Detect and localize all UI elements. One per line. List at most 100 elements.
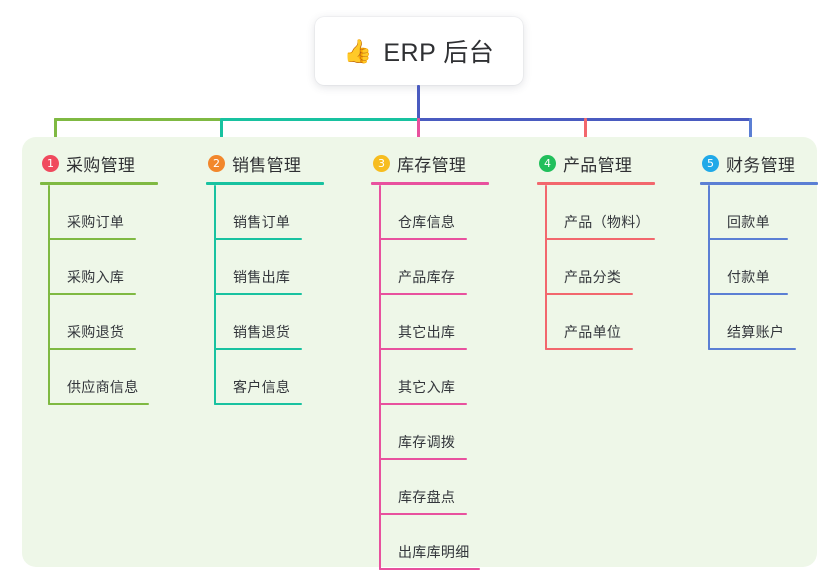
branch-number-badge: 1 <box>42 154 59 172</box>
branch-item[interactable]: 销售订单 <box>214 185 324 240</box>
branch-underline <box>537 182 655 185</box>
branch-item-label: 供应商信息 <box>67 379 139 395</box>
branch-item-label: 结算账户 <box>727 324 785 340</box>
connector-segment-green <box>54 118 221 121</box>
branch-item[interactable]: 供应商信息 <box>48 350 158 405</box>
branch-item[interactable]: 库存调拨 <box>379 405 489 460</box>
branch-item[interactable]: 产品分类 <box>545 240 655 295</box>
branch-item[interactable]: 采购入库 <box>48 240 158 295</box>
branch-item-label: 付款单 <box>727 269 770 285</box>
branch-item[interactable]: 结算账户 <box>708 295 818 350</box>
branch-header-1[interactable]: 1 采购管理 <box>40 150 158 176</box>
branch-number-badge: 3 <box>373 154 390 172</box>
branch-spine <box>708 185 710 350</box>
root-node-content: 👍 ERP 后台 <box>344 33 495 69</box>
branch-item-label: 采购退货 <box>67 324 125 340</box>
branch-item-label: 库存盘点 <box>398 489 456 505</box>
branch-number-badge: 2 <box>208 154 225 172</box>
branch-item-label: 产品（物料） <box>564 214 650 230</box>
branch-title: 财务管理 <box>726 155 796 175</box>
branch-item[interactable]: 出库库明细 <box>379 515 489 570</box>
branch-item[interactable]: 付款单 <box>708 240 818 295</box>
branch-underline <box>700 182 818 185</box>
branch-item[interactable]: 回款单 <box>708 185 818 240</box>
branch-item[interactable]: 库存盘点 <box>379 460 489 515</box>
drop-connector-5 <box>749 118 752 145</box>
branch-item[interactable]: 其它出库 <box>379 295 489 350</box>
branch-item-underline <box>214 348 302 350</box>
branch-item-underline <box>379 403 467 405</box>
branch-title: 库存管理 <box>397 155 467 175</box>
branches-panel: 1 采购管理采购订单采购入库采购退货供应商信息 2 销售管理销售订单销售出库销售退货客… <box>22 137 818 570</box>
drop-connector-4 <box>584 118 587 145</box>
branch-items-2: 销售订单销售出库销售退货客户信息 <box>214 185 324 405</box>
branch-item-label: 其它入库 <box>398 379 456 395</box>
branch-spine <box>214 185 216 405</box>
branch-items-5: 回款单付款单结算账户 <box>708 185 818 350</box>
branch-items-4: 产品（物料） 产品分类产品单位 <box>545 185 655 350</box>
branch-column-2: 2 销售管理销售订单销售出库销售退货客户信息 <box>206 137 324 405</box>
branch-item-underline <box>708 293 788 295</box>
branch-item-label: 产品库存 <box>398 269 456 285</box>
branch-item[interactable]: 采购退货 <box>48 295 158 350</box>
branch-item[interactable]: 产品库存 <box>379 240 489 295</box>
branch-header-4[interactable]: 4 产品管理 <box>537 150 655 176</box>
branch-items-1: 采购订单采购入库采购退货供应商信息 <box>48 185 158 405</box>
branch-item-underline <box>379 568 480 570</box>
branch-item[interactable]: 其它入库 <box>379 350 489 405</box>
root-node-title: ERP 后台 <box>383 39 495 67</box>
branch-spine <box>379 185 381 570</box>
branch-item-underline <box>708 238 788 240</box>
drop-connector-1 <box>54 118 57 145</box>
branch-item-underline <box>214 403 302 405</box>
branch-title: 采购管理 <box>66 155 136 175</box>
branch-item-label: 库存调拨 <box>398 434 456 450</box>
branch-number-badge: 4 <box>539 154 556 172</box>
branch-column-3: 3 库存管理仓库信息产品库存其它出库其它入库库存调拨库存盘点出库库明细 <box>371 137 489 570</box>
branch-column-1: 1 采购管理采购订单采购入库采购退货供应商信息 <box>40 137 158 405</box>
branch-item-label: 其它出库 <box>398 324 456 340</box>
branch-item-underline <box>379 238 467 240</box>
branch-item-underline <box>545 348 633 350</box>
branch-header-3[interactable]: 3 库存管理 <box>371 150 489 176</box>
branch-item[interactable]: 销售退货 <box>214 295 324 350</box>
branch-item-underline <box>708 348 796 350</box>
branch-header-5[interactable]: 5 财务管理 <box>700 150 818 176</box>
branch-item[interactable]: 仓库信息 <box>379 185 489 240</box>
branch-item-label: 客户信息 <box>233 379 291 395</box>
branch-spine <box>545 185 547 350</box>
drop-connector-3 <box>417 118 420 145</box>
branch-title: 产品管理 <box>563 155 633 175</box>
branch-item-underline <box>48 348 136 350</box>
branch-item-label: 产品单位 <box>564 324 622 340</box>
branch-underline <box>40 182 158 185</box>
branch-item-label: 销售出库 <box>233 269 291 285</box>
branch-item-underline <box>379 348 467 350</box>
branch-item-underline <box>214 293 302 295</box>
root-node[interactable]: 👍 ERP 后台 <box>315 17 523 85</box>
branch-item[interactable]: 销售出库 <box>214 240 324 295</box>
branch-spine <box>48 185 50 405</box>
branch-item[interactable]: 客户信息 <box>214 350 324 405</box>
branch-item[interactable]: 采购订单 <box>48 185 158 240</box>
branch-items-3: 仓库信息产品库存其它出库其它入库库存调拨库存盘点出库库明细 <box>379 185 489 570</box>
branch-item-label: 回款单 <box>727 214 770 230</box>
trunk-connector <box>417 85 420 121</box>
branch-column-5: 5 财务管理回款单付款单结算账户 <box>700 137 818 350</box>
branch-item-underline <box>214 238 302 240</box>
branch-number-badge: 5 <box>702 154 719 172</box>
branch-item-underline <box>379 458 467 460</box>
branch-header-2[interactable]: 2 销售管理 <box>206 150 324 176</box>
branch-item-label: 采购订单 <box>67 214 125 230</box>
branch-item[interactable]: 产品（物料） <box>545 185 655 240</box>
branch-item-underline <box>379 513 467 515</box>
branch-item-label: 销售订单 <box>233 214 291 230</box>
connector-segment-teal <box>221 118 418 121</box>
branch-title: 销售管理 <box>232 155 302 175</box>
branch-underline <box>206 182 324 185</box>
branch-item-underline <box>379 293 467 295</box>
branch-item[interactable]: 产品单位 <box>545 295 655 350</box>
branch-item-underline <box>48 403 149 405</box>
branch-item-label: 销售退货 <box>233 324 291 340</box>
